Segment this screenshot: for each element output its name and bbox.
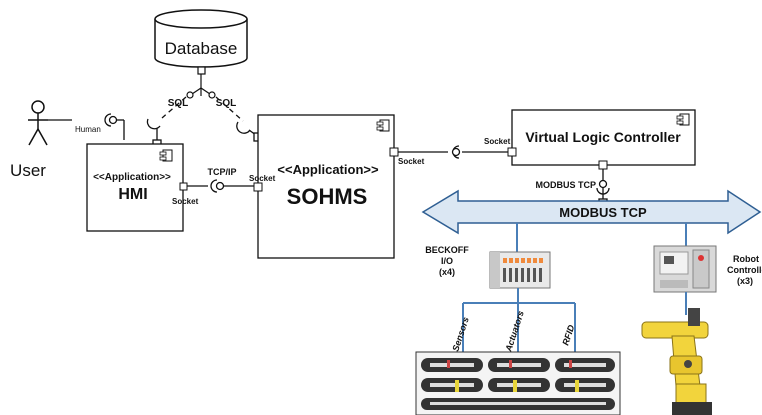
sql-left-label: SQL	[168, 98, 189, 109]
human-port-label: Human	[75, 125, 101, 134]
tcpip-interface-icon	[187, 179, 254, 193]
sohms-socket-right-label: Socket	[398, 157, 425, 166]
hmi-sql-socket-icon	[146, 118, 161, 130]
io-wiring	[462, 288, 576, 352]
vlc-socket-label: Socket	[484, 137, 511, 146]
beckhoff-io-device	[489, 251, 551, 289]
vlc-bus-port-label: MODBUS TCP	[536, 180, 597, 190]
sql-right-label: SQL	[216, 98, 237, 109]
modbus-bus-arrow: MODBUS TCP	[421, 189, 762, 235]
beckhoff-label-line2: I/O	[441, 256, 453, 266]
database-sql-interface	[186, 66, 216, 99]
human-interface-icon	[104, 113, 125, 140]
sohms-sql-socket-icon	[236, 121, 251, 134]
sql-dependency-lines	[161, 96, 244, 122]
robot-label-line1: Robot	[733, 254, 759, 264]
tcpip-label: TCP/IP	[207, 167, 236, 177]
sohms-socket-left-label: Socket	[249, 174, 276, 183]
sohms-component: <<Application>> SOHMS	[253, 114, 399, 259]
vlc-component: Virtual Logic Controller	[507, 109, 696, 170]
user-actor	[28, 100, 48, 146]
robot-label-line3: (x3)	[737, 276, 753, 286]
database-label: Database	[165, 39, 238, 58]
vlc-name: Virtual Logic Controller	[525, 129, 681, 145]
sohms-stereotype: <<Application>>	[277, 162, 379, 177]
beckhoff-label-line3: (x4)	[439, 267, 455, 277]
user-label: User	[10, 161, 46, 180]
io-signal-actuators: Actuators	[503, 310, 526, 354]
modbus-bus-label: MODBUS TCP	[559, 205, 647, 220]
database-node: Database	[154, 9, 248, 68]
hmi-name: HMI	[118, 186, 147, 203]
io-signal-sensors: Sensors	[450, 316, 470, 353]
sohms-name: SOHMS	[287, 184, 368, 209]
robot-controller-image	[653, 245, 717, 293]
conveyor-system-image	[415, 351, 621, 415]
hmi-socket-label: Socket	[172, 197, 199, 206]
beckhoff-label-line1: BECKOFF	[425, 245, 469, 255]
robot-arm-image	[641, 308, 712, 415]
robot-label-line2: Controller	[727, 265, 762, 275]
hmi-component: <<Application>> HMI	[86, 143, 188, 232]
socket-interface-icon	[398, 145, 508, 159]
hmi-stereotype: <<Application>>	[93, 172, 171, 183]
